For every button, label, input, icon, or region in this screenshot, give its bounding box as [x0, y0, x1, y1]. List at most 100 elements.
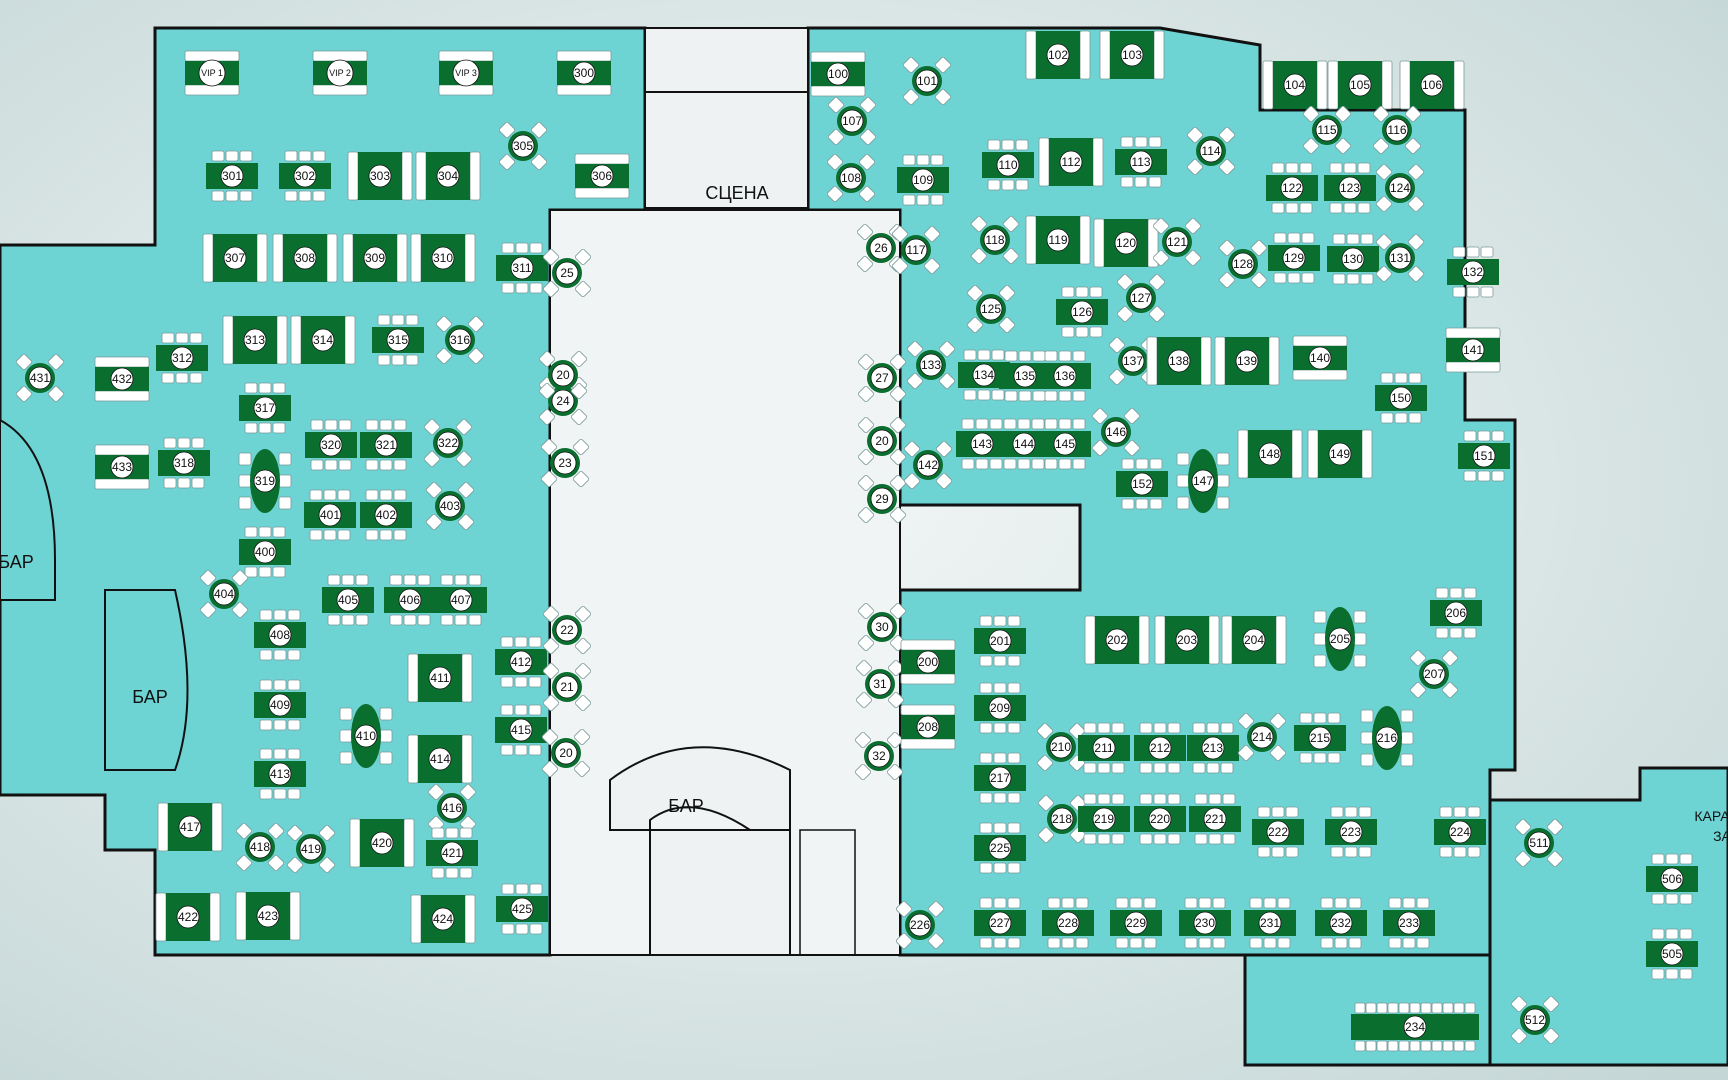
table-227[interactable]: 227 — [974, 897, 1026, 949]
table-408[interactable]: 408 — [254, 609, 306, 661]
table-140[interactable]: 140 — [1292, 335, 1348, 381]
table-211[interactable]: 211 — [1078, 722, 1130, 774]
table-511[interactable]: 511 — [1514, 818, 1564, 868]
table-404[interactable]: 404 — [199, 569, 249, 619]
table-304[interactable]: 304 — [415, 151, 481, 201]
table-102[interactable]: 102 — [1025, 30, 1091, 80]
table-149[interactable]: 149 — [1307, 429, 1373, 479]
table-420[interactable]: 420 — [349, 818, 415, 868]
table-120[interactable]: 120 — [1093, 218, 1159, 268]
table-418[interactable]: 418 — [235, 822, 285, 872]
table-101[interactable]: 101 — [902, 56, 952, 106]
table-234[interactable]: 234 — [1351, 1002, 1479, 1052]
table-320[interactable]: 320 — [305, 419, 357, 471]
table-109[interactable]: 109 — [897, 154, 949, 206]
table-26[interactable]: 26 — [856, 223, 906, 273]
table-125[interactable]: 125 — [966, 284, 1016, 334]
table-122[interactable]: 122 — [1266, 162, 1318, 214]
table-145[interactable]: 145 — [1039, 418, 1091, 470]
table-151[interactable]: 151 — [1458, 430, 1510, 482]
table-214[interactable]: 214 — [1237, 712, 1287, 762]
table-131[interactable]: 131 — [1375, 233, 1425, 283]
table-204[interactable]: 204 — [1221, 615, 1287, 665]
table-104[interactable]: 104 — [1262, 60, 1328, 110]
table-223[interactable]: 223 — [1325, 806, 1377, 858]
table-307[interactable]: 307 — [202, 233, 268, 283]
table-126[interactable]: 126 — [1056, 286, 1108, 338]
table-138[interactable]: 138 — [1146, 336, 1212, 386]
table-21[interactable]: 21 — [542, 662, 592, 712]
table-128[interactable]: 128 — [1218, 239, 1268, 289]
table-230[interactable]: 230 — [1179, 897, 1231, 949]
table-419[interactable]: 419 — [286, 824, 336, 874]
table-202[interactable]: 202 — [1084, 615, 1150, 665]
table-127[interactable]: 127 — [1116, 273, 1166, 323]
table-213[interactable]: 213 — [1187, 722, 1239, 774]
table-311[interactable]: 311 — [496, 242, 548, 294]
table-220[interactable]: 220 — [1134, 793, 1186, 845]
table-30[interactable]: 30 — [857, 602, 907, 652]
table-31[interactable]: 31 — [855, 659, 905, 709]
table-318[interactable]: 318 — [158, 437, 210, 489]
table-226[interactable]: 226 — [895, 900, 945, 950]
table-221[interactable]: 221 — [1189, 793, 1241, 845]
table-312[interactable]: 312 — [156, 332, 208, 384]
table-27[interactable]: 27 — [857, 353, 907, 403]
table-417[interactable]: 417 — [157, 802, 223, 852]
table-129[interactable]: 129 — [1268, 232, 1320, 284]
table-321[interactable]: 321 — [360, 419, 412, 471]
table-209[interactable]: 209 — [974, 682, 1026, 734]
table-110[interactable]: 110 — [982, 139, 1034, 191]
table-317[interactable]: 317 — [239, 382, 291, 434]
table-106[interactable]: 106 — [1399, 60, 1465, 110]
table-406[interactable]: 406 — [384, 574, 436, 626]
table-139[interactable]: 139 — [1214, 336, 1280, 386]
table-208[interactable]: 208 — [900, 704, 956, 750]
table-22[interactable]: 22 — [542, 605, 592, 655]
table-421[interactable]: 421 — [426, 827, 478, 879]
table-219[interactable]: 219 — [1078, 793, 1130, 845]
table-32[interactable]: 32 — [854, 731, 904, 781]
table-319[interactable]: 319 — [238, 449, 292, 513]
table-141[interactable]: 141 — [1445, 327, 1501, 373]
table-432[interactable]: 432 — [94, 356, 150, 402]
table-300[interactable]: 300 — [556, 50, 612, 96]
table-20[interactable]: 20 — [857, 416, 907, 466]
table-108[interactable]: 108 — [826, 153, 876, 203]
table-152[interactable]: 152 — [1116, 458, 1168, 510]
table-431[interactable]: 431 — [15, 353, 65, 403]
table-231[interactable]: 231 — [1244, 897, 1296, 949]
table-407[interactable]: 407 — [435, 574, 487, 626]
table-322[interactable]: 322 — [423, 418, 473, 468]
table-116[interactable]: 116 — [1372, 105, 1422, 155]
table-412[interactable]: 412 — [495, 636, 547, 688]
table-222[interactable]: 222 — [1252, 806, 1304, 858]
table-216[interactable]: 216 — [1360, 706, 1414, 770]
table-146[interactable]: 146 — [1091, 407, 1141, 457]
table-112[interactable]: 112 — [1038, 137, 1104, 187]
table-205[interactable]: 205 — [1313, 607, 1367, 671]
table-405[interactable]: 405 — [322, 574, 374, 626]
table-416[interactable]: 416 — [427, 783, 477, 833]
table-301[interactable]: 301 — [206, 150, 258, 202]
table-20[interactable]: 20 — [538, 350, 588, 400]
table-217[interactable]: 217 — [974, 752, 1026, 804]
table-310[interactable]: 310 — [410, 233, 476, 283]
table-23[interactable]: 23 — [540, 438, 590, 488]
table-315[interactable]: 315 — [372, 314, 424, 366]
table-233[interactable]: 233 — [1383, 897, 1435, 949]
table-506[interactable]: 506 — [1646, 853, 1698, 905]
table-29[interactable]: 29 — [857, 474, 907, 524]
table-123[interactable]: 123 — [1324, 162, 1376, 214]
table-425[interactable]: 425 — [496, 883, 548, 935]
table-400[interactable]: 400 — [239, 526, 291, 578]
table-124[interactable]: 124 — [1375, 163, 1425, 213]
table-409[interactable]: 409 — [254, 679, 306, 731]
table-314[interactable]: 314 — [290, 315, 356, 365]
table-309[interactable]: 309 — [342, 233, 408, 283]
table-423[interactable]: 423 — [235, 891, 301, 941]
table-130[interactable]: 130 — [1327, 233, 1379, 285]
table-422[interactable]: 422 — [155, 892, 221, 942]
table-403[interactable]: 403 — [425, 481, 475, 531]
table-100[interactable]: 100 — [810, 51, 866, 97]
